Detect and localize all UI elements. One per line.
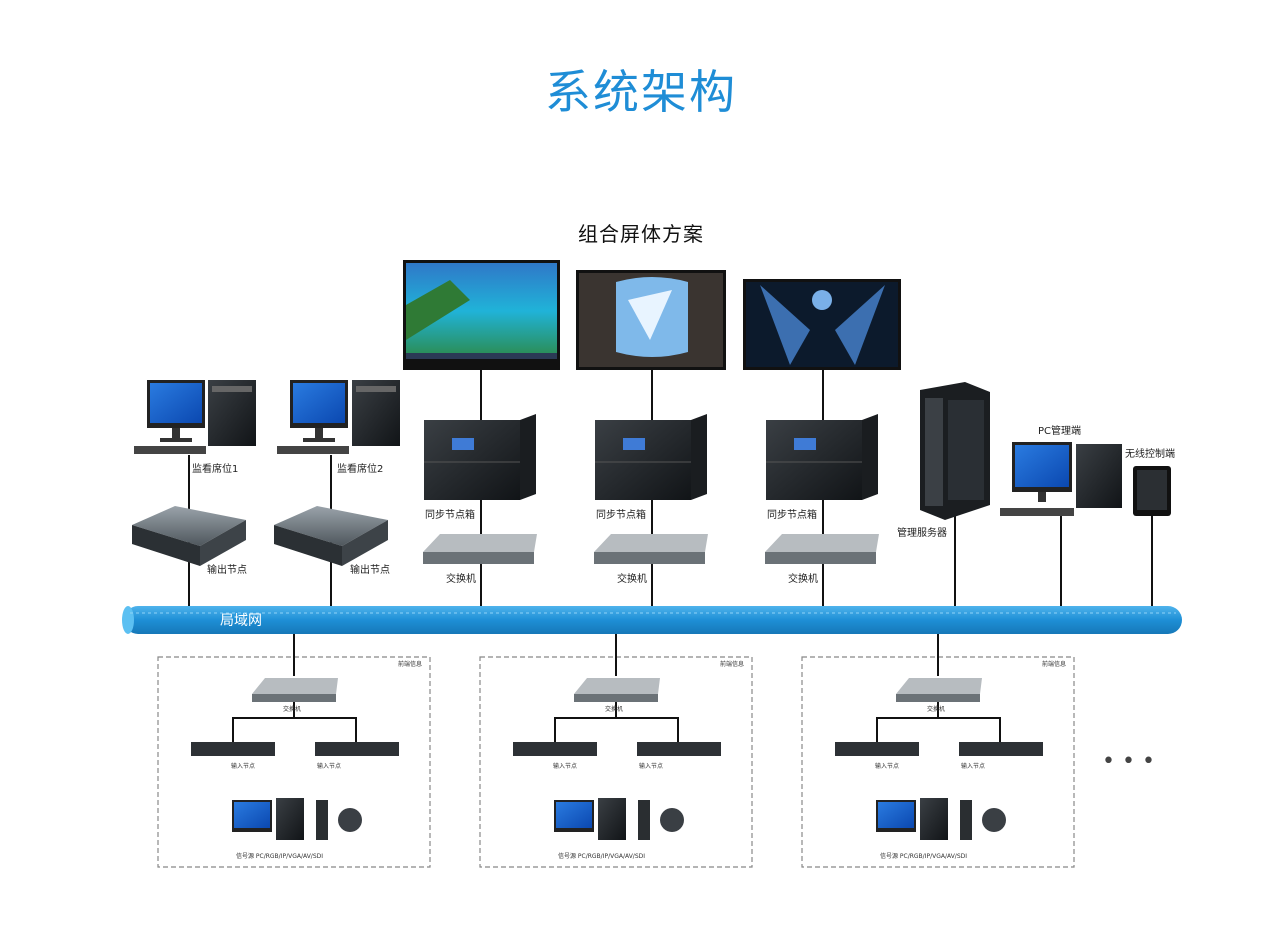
front-group-1-corner: 前端信息	[398, 660, 422, 668]
screen-immersive-led	[743, 279, 901, 370]
switch-1	[423, 534, 537, 564]
management-server	[920, 382, 990, 520]
switch-1-label: 交换机	[446, 572, 476, 585]
pc-manager-label: PC管理端	[1038, 424, 1081, 437]
screen-flat-panel	[403, 260, 560, 370]
front-group-3	[801, 634, 1075, 868]
front-group-2-input2-label: 输入节点	[639, 762, 663, 770]
front-group-3-switch-label: 交换机	[927, 705, 945, 713]
monitor-station-2	[277, 380, 400, 454]
front-group-1-switch-label: 交换机	[283, 705, 301, 713]
diagram-subtitle: 组合屏体方案	[578, 222, 704, 246]
output-node-2-label: 输出节点	[350, 563, 390, 576]
screen-curved-led	[576, 270, 726, 370]
front-group-2-corner: 前端信息	[720, 660, 744, 668]
output-node-2	[274, 506, 388, 566]
output-node-1-label: 输出节点	[207, 563, 247, 576]
front-group-2-input1-label: 输入节点	[553, 762, 577, 770]
front-group-3-input1-label: 输入节点	[875, 762, 899, 770]
front-group-1	[157, 634, 431, 868]
lan-label: 局域网	[220, 613, 262, 629]
monitor-station-1	[134, 380, 256, 454]
front-group-2-source-label: 信号源 PC/RGB/IP/VGA/AV/SDI	[558, 852, 645, 860]
sync-node-box-1-label: 同步节点箱	[425, 508, 475, 521]
sync-node-box-1	[424, 414, 536, 500]
front-group-1-source-label: 信号源 PC/RGB/IP/VGA/AV/SDI	[236, 852, 323, 860]
island-shape	[406, 280, 470, 340]
front-group-3-input2-label: 输入节点	[961, 762, 985, 770]
front-group-1-input1-label: 输入节点	[231, 762, 255, 770]
front-group-2-switch-label: 交换机	[605, 705, 623, 713]
sync-node-box-2-label: 同步节点箱	[596, 508, 646, 521]
sync-node-box-3	[766, 414, 878, 500]
wireless-control-tablet	[1133, 466, 1171, 516]
lan-bus	[122, 606, 1182, 634]
switch-2-label: 交换机	[617, 572, 647, 585]
switch-2	[594, 534, 708, 564]
front-group-2	[479, 634, 753, 868]
page-title: 系统架构	[545, 65, 737, 119]
management-server-label: 管理服务器	[897, 526, 947, 539]
more-groups-ellipsis: • • •	[1102, 749, 1155, 774]
output-node-1	[132, 506, 246, 566]
monitor-station-1-label: 监看席位1	[192, 462, 238, 475]
front-group-3-corner: 前端信息	[1042, 660, 1066, 668]
pc-manager	[1000, 442, 1122, 516]
switch-3-label: 交换机	[788, 572, 818, 585]
sync-node-box-2	[595, 414, 707, 500]
switch-3	[765, 534, 879, 564]
front-group-3-source-label: 信号源 PC/RGB/IP/VGA/AV/SDI	[880, 852, 967, 860]
sync-node-box-3-label: 同步节点箱	[767, 508, 817, 521]
monitor-station-2-label: 监看席位2	[337, 462, 383, 475]
front-group-1-input2-label: 输入节点	[317, 762, 341, 770]
wireless-control-label: 无线控制端	[1125, 447, 1175, 460]
